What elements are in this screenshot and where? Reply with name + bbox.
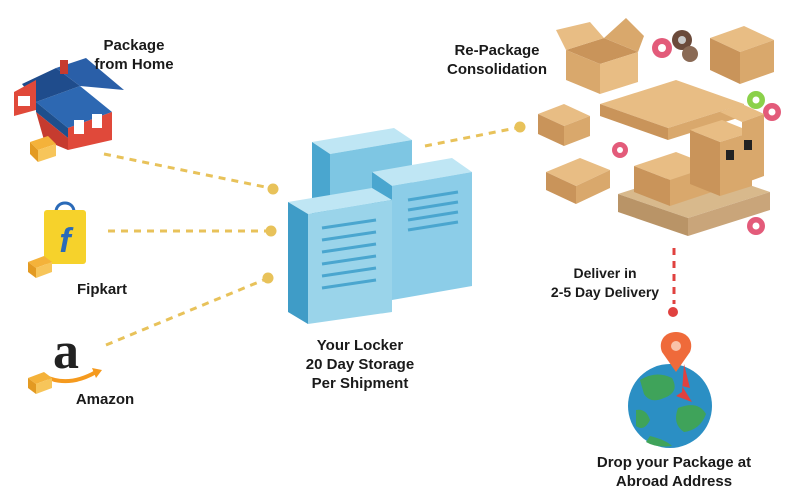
home-label-line2: from Home — [94, 56, 174, 73]
flipkart-bag-icon: f — [28, 201, 86, 278]
repackage-label-line1: Re-Package — [454, 42, 540, 59]
destination-label: Drop your Package at Abroad Address — [576, 453, 772, 491]
repackage-label: Re-Package Consolidation — [434, 41, 560, 79]
flipkart-label: Fipkart — [62, 280, 142, 299]
house-icon — [14, 58, 124, 162]
home-label: Package from Home — [84, 36, 184, 74]
flipkart-label-text: Fipkart — [76, 281, 127, 298]
amazon-connector — [105, 277, 267, 347]
svg-text:f: f — [59, 222, 74, 260]
amazon-logo-icon: a — [28, 323, 102, 394]
repackage-connector — [424, 126, 517, 148]
home-label-line1: Package — [103, 37, 165, 54]
svg-text:a: a — [53, 323, 79, 380]
locker-label-line3: Per Shipment — [311, 375, 409, 392]
home-connector — [103, 152, 271, 190]
destination-label-line2: Abroad Address — [615, 473, 733, 490]
amazon-label-text: Amazon — [75, 391, 135, 408]
connector-dots — [262, 121, 526, 284]
locker-label-line2: 20 Day Storage — [305, 356, 415, 373]
destination-label-line1: Drop your Package at — [596, 454, 752, 471]
delivery-dot — [668, 307, 678, 317]
globe-icon — [628, 364, 712, 448]
delivery-label: Deliver in 2-5 Day Delivery — [530, 264, 680, 302]
locker-label-line1: Your Locker — [316, 337, 404, 354]
locker-label: Your Locker 20 Day Storage Per Shipment — [282, 336, 438, 393]
location-pin-icon — [660, 332, 692, 402]
amazon-label: Amazon — [60, 390, 150, 409]
boxes-icon — [538, 18, 781, 236]
delivery-label-line2: 2-5 Day Delivery — [550, 284, 660, 300]
repackage-label-line2: Consolidation — [447, 61, 547, 78]
delivery-label-line1: Deliver in — [573, 265, 637, 281]
server-icon — [288, 128, 472, 324]
connectors — [103, 126, 517, 347]
